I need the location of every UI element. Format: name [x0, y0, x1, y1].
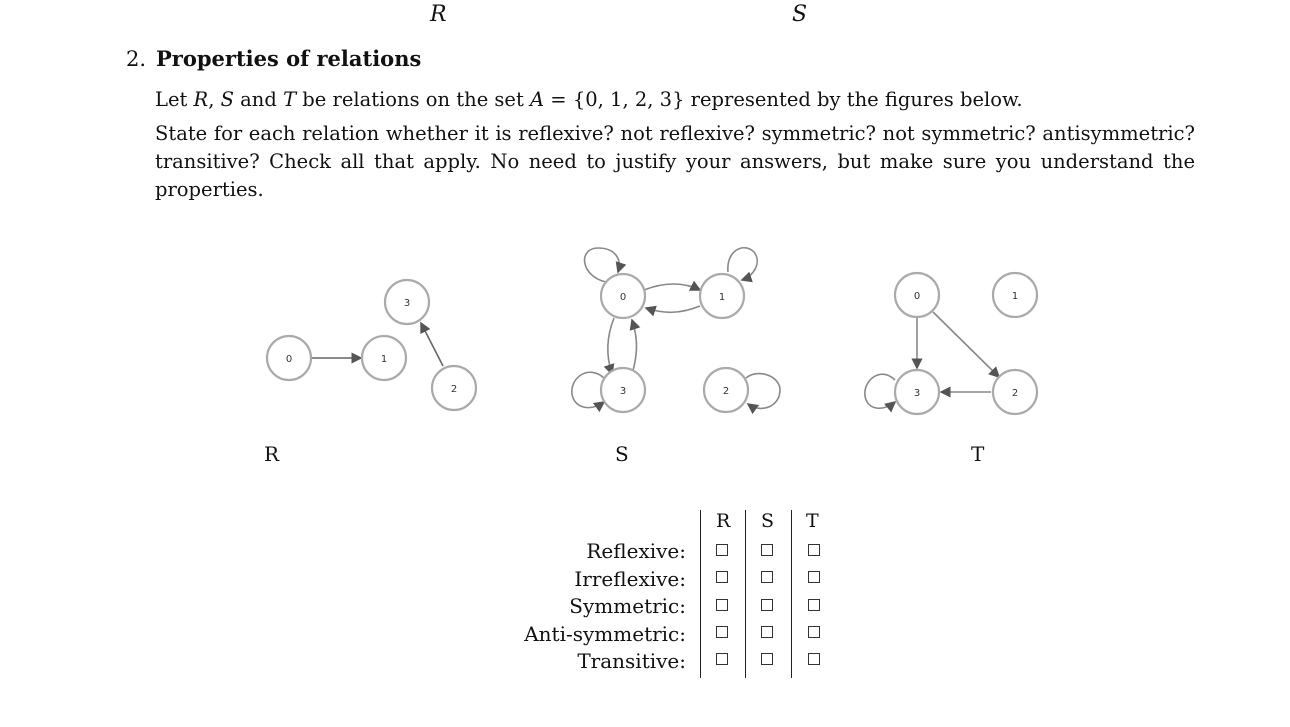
node-1: 1 — [360, 334, 408, 382]
checkbox-r-transitive[interactable] — [716, 653, 728, 665]
column-header-r: R — [716, 510, 731, 532]
edge-1-0 — [644, 305, 701, 317]
checkbox-t-reflexive[interactable] — [808, 544, 820, 556]
svg-text:1: 1 — [381, 354, 387, 365]
checkbox-r-antisymmetric[interactable] — [716, 626, 728, 638]
svg-text:3: 3 — [914, 388, 920, 399]
svg-text:3: 3 — [620, 386, 626, 397]
graph-s: 0 1 2 3 — [571, 247, 781, 415]
graph-caption-r: R — [264, 442, 280, 466]
node-3: 3 — [599, 366, 647, 414]
node-2: 2 — [430, 364, 478, 412]
loop-2 — [745, 372, 781, 415]
svg-text:2: 2 — [723, 386, 729, 397]
edge-0-2 — [932, 311, 1001, 379]
property-label-reflexive: Reflexive: — [586, 539, 686, 563]
checkbox-r-reflexive[interactable] — [716, 544, 728, 556]
edge-3-0 — [629, 318, 641, 375]
loop-0 — [583, 247, 627, 283]
property-label-antisymmetric: Anti-symmetric: — [524, 621, 686, 646]
svg-text:0: 0 — [286, 354, 292, 365]
node-3: 3 — [383, 278, 431, 326]
edge-0-3 — [603, 317, 615, 376]
text-segment: = {0, 1, 2, 3} represented by the figure… — [544, 88, 1023, 111]
edge-2-3 — [420, 321, 444, 367]
checkbox-t-irreflexive[interactable] — [808, 571, 820, 583]
checkbox-s-transitive[interactable] — [761, 653, 773, 665]
svg-text:2: 2 — [1012, 388, 1018, 399]
table-divider — [700, 510, 701, 678]
svg-text:1: 1 — [719, 292, 725, 303]
node-1: 1 — [991, 271, 1039, 319]
node-1: 1 — [698, 272, 746, 320]
node-0: 0 — [893, 271, 941, 319]
loop-3 — [571, 371, 606, 413]
edge-0-1 — [643, 280, 702, 291]
checkbox-t-antisymmetric[interactable] — [808, 626, 820, 638]
checkbox-s-reflexive[interactable] — [761, 544, 773, 556]
checkbox-s-antisymmetric[interactable] — [761, 626, 773, 638]
property-label-irreflexive: Irreflexive: — [574, 566, 686, 591]
text-segment: , — [208, 88, 221, 111]
checkbox-s-irreflexive[interactable] — [761, 571, 773, 583]
svg-text:0: 0 — [914, 291, 920, 302]
relation-t: T — [283, 88, 297, 111]
loop-1 — [727, 247, 758, 283]
checkbox-t-transitive[interactable] — [808, 653, 820, 665]
node-0: 0 — [265, 334, 313, 382]
set-a: A — [530, 88, 545, 111]
problem-statement: Let R, S and T be relations on the set A… — [155, 86, 1023, 114]
property-labels: Reflexive: Irreflexive: Symmetric: Anti-… — [500, 538, 686, 676]
node-2: 2 — [702, 366, 750, 414]
column-header-t: T — [806, 510, 819, 532]
graph-caption-s: S — [615, 442, 629, 466]
relation-s: S — [220, 88, 234, 111]
property-label-symmetric: Symmetric: — [569, 594, 686, 618]
svg-text:1: 1 — [1012, 291, 1018, 302]
node-3: 3 — [893, 368, 941, 416]
text-segment: be relations on the set — [296, 88, 531, 111]
node-2: 2 — [991, 368, 1039, 416]
problem-title: Properties of relations — [156, 46, 422, 71]
table-divider — [791, 510, 792, 678]
svg-text:3: 3 — [404, 298, 410, 309]
graph-r: 0 1 2 3 — [265, 278, 478, 412]
relation-r: R — [193, 88, 209, 111]
checkbox-r-irreflexive[interactable] — [716, 571, 728, 583]
svg-text:2: 2 — [451, 384, 457, 395]
column-header-s: S — [761, 510, 775, 532]
checkbox-s-symmetric[interactable] — [761, 599, 773, 611]
property-label-transitive: Transitive: — [577, 649, 686, 673]
node-0: 0 — [599, 272, 647, 320]
graph-t: 0 1 2 3 — [864, 271, 1039, 416]
svg-text:0: 0 — [620, 292, 626, 303]
table-divider — [745, 510, 746, 678]
checkbox-t-symmetric[interactable] — [808, 599, 820, 611]
checkbox-r-symmetric[interactable] — [716, 599, 728, 611]
graph-caption-t: T — [971, 442, 985, 466]
header-label-s: S — [792, 2, 808, 27]
loop-3 — [864, 373, 897, 413]
header-label-r: R — [430, 2, 447, 27]
text-segment: and — [233, 88, 284, 111]
problem-instructions: State for each relation whether it is re… — [155, 122, 1195, 201]
problem-number: 2. — [126, 47, 147, 71]
text-segment: Let — [155, 88, 194, 111]
